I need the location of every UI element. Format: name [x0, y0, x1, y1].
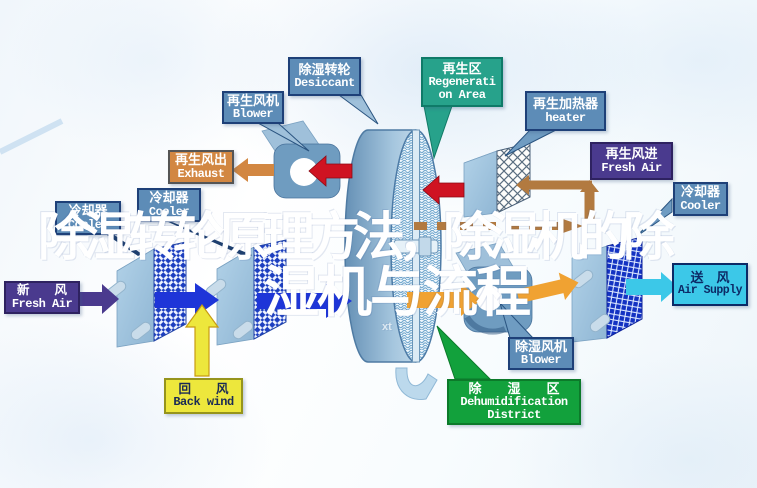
- coil-face: [153, 241, 187, 342]
- pre-cooler-unit-2: [205, 239, 287, 346]
- label-regeneration-area: 再生区 Regenerati on Area: [421, 57, 503, 107]
- desiccant-wheel: [344, 129, 442, 401]
- cooler-face: [606, 236, 643, 339]
- label-exhaust: 再生风出 Exhaust: [168, 150, 234, 184]
- label-back-wind: 回 风 Back wind: [164, 378, 243, 414]
- return-air-arrow: [184, 303, 220, 377]
- label-desiccant-en: Desiccant: [294, 76, 355, 91]
- blower-out-arrow: [516, 272, 579, 304]
- regen-riser-arrow: [580, 180, 599, 219]
- air-supply-arrow: [626, 272, 678, 302]
- pre-cooler-unit-1: [105, 241, 187, 348]
- exhaust-arrow: [232, 158, 274, 182]
- label-cooler-3: 冷却器 Cooler: [673, 182, 728, 216]
- regeneration-fan: [261, 120, 341, 199]
- hot-regen-air-arrow: [422, 175, 465, 205]
- label-air-supply: 送 风 Air Supply: [672, 263, 748, 306]
- label-cooler-1: 冷却器 Cooler: [55, 201, 121, 235]
- label-regen-blower: 再生风机 Blower: [222, 91, 284, 124]
- hot-wet-air-arrow: [308, 155, 353, 187]
- regen-inlet-arrow: [516, 175, 592, 195]
- label-dehumid-blower: 除湿风机 Blower: [508, 337, 574, 370]
- rotation-ribbon: [395, 367, 438, 401]
- watermark-line-2: 湿机与流程: [264, 261, 531, 323]
- supply-cooler-unit: [571, 236, 643, 343]
- label-regen-heater: 再生加热器 heater: [525, 91, 606, 131]
- watermark-line-1: 除湿转轮原理方法，除湿机的除: [38, 209, 675, 267]
- flow-arrows: [79, 155, 678, 377]
- label-desiccant-zh: 除湿转轮: [298, 61, 351, 77]
- label-desiccant-wheel: 除湿转轮 Desiccant: [288, 57, 361, 96]
- dry-air-arrow: [407, 284, 481, 316]
- process-air-arrow-2: [257, 284, 352, 318]
- label-fresh-air: 新 风 Fresh Air: [4, 281, 80, 314]
- fresh-air-arrow: [79, 284, 119, 314]
- label-regen-air-in: 再生风进 Fresh Air: [590, 142, 673, 180]
- label-cooler-2: 冷却器 Cooler: [137, 188, 201, 222]
- background-streak: [0, 118, 64, 155]
- coil-face: [253, 239, 287, 340]
- label-dehumid-area: 除 湿 区 Dehumidification District: [447, 379, 581, 425]
- watermark-small: xt: [382, 321, 392, 333]
